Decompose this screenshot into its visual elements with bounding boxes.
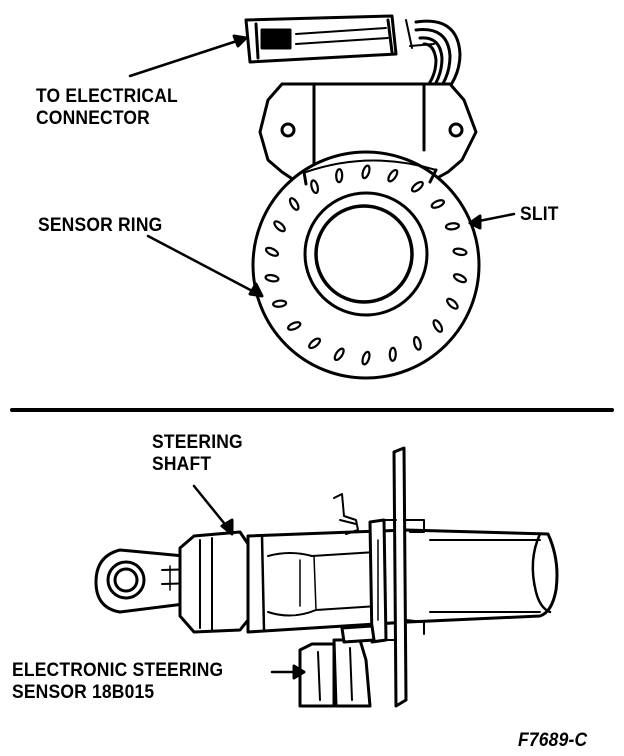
label-connector: CONNECTOR <box>36 108 150 129</box>
sensor-ring-slits <box>264 164 468 366</box>
ring-slit <box>288 197 300 211</box>
figure-id: F7689-C <box>518 730 588 751</box>
label-slit: SLIT <box>520 204 559 225</box>
ring-slit <box>388 346 397 362</box>
ring-slit <box>310 179 320 195</box>
ring-slit <box>264 246 280 257</box>
label-sensor-ring: SENSOR RING <box>38 215 163 236</box>
label-electronic-steering: ELECTRONIC STEERING <box>12 660 224 681</box>
leader-line-steering-sensor <box>270 664 306 680</box>
ring-slit <box>446 297 459 310</box>
ring-slit <box>273 220 286 233</box>
leader-line-sensor-ring <box>146 234 264 298</box>
steering-shaft-tube <box>178 528 559 634</box>
electrical-connector-plug <box>244 14 435 64</box>
leader-line-connector <box>128 34 248 78</box>
label-sensor-part-number: SENSOR 18B015 <box>12 682 155 703</box>
ring-slit <box>412 335 422 351</box>
sensor-ring-disc <box>251 150 481 380</box>
label-shaft: SHAFT <box>152 454 212 475</box>
ring-slit <box>308 337 322 350</box>
ring-slit <box>361 164 371 180</box>
ring-slit <box>432 319 444 333</box>
ring-slit <box>264 273 280 283</box>
leader-line-steering-shaft <box>192 484 234 536</box>
ring-slit <box>272 299 288 308</box>
leader-line-slit <box>468 212 516 230</box>
ring-slit <box>387 168 399 183</box>
ring-slit <box>452 273 468 284</box>
ring-slit <box>333 347 345 362</box>
ring-slit <box>452 247 468 257</box>
ring-slit <box>410 180 424 193</box>
label-steering: STEERING <box>152 432 243 453</box>
ring-slit <box>361 350 371 366</box>
ring-slit <box>335 168 344 184</box>
label-to-electrical: TO ELECTRICAL <box>36 86 178 107</box>
ring-slit <box>430 199 446 209</box>
electronic-steering-sensor-body <box>298 624 376 708</box>
ring-slit <box>444 222 460 231</box>
ring-slit <box>286 321 302 331</box>
sensor-ring-edge-view <box>333 446 425 708</box>
shaft-eye-end <box>94 548 241 614</box>
